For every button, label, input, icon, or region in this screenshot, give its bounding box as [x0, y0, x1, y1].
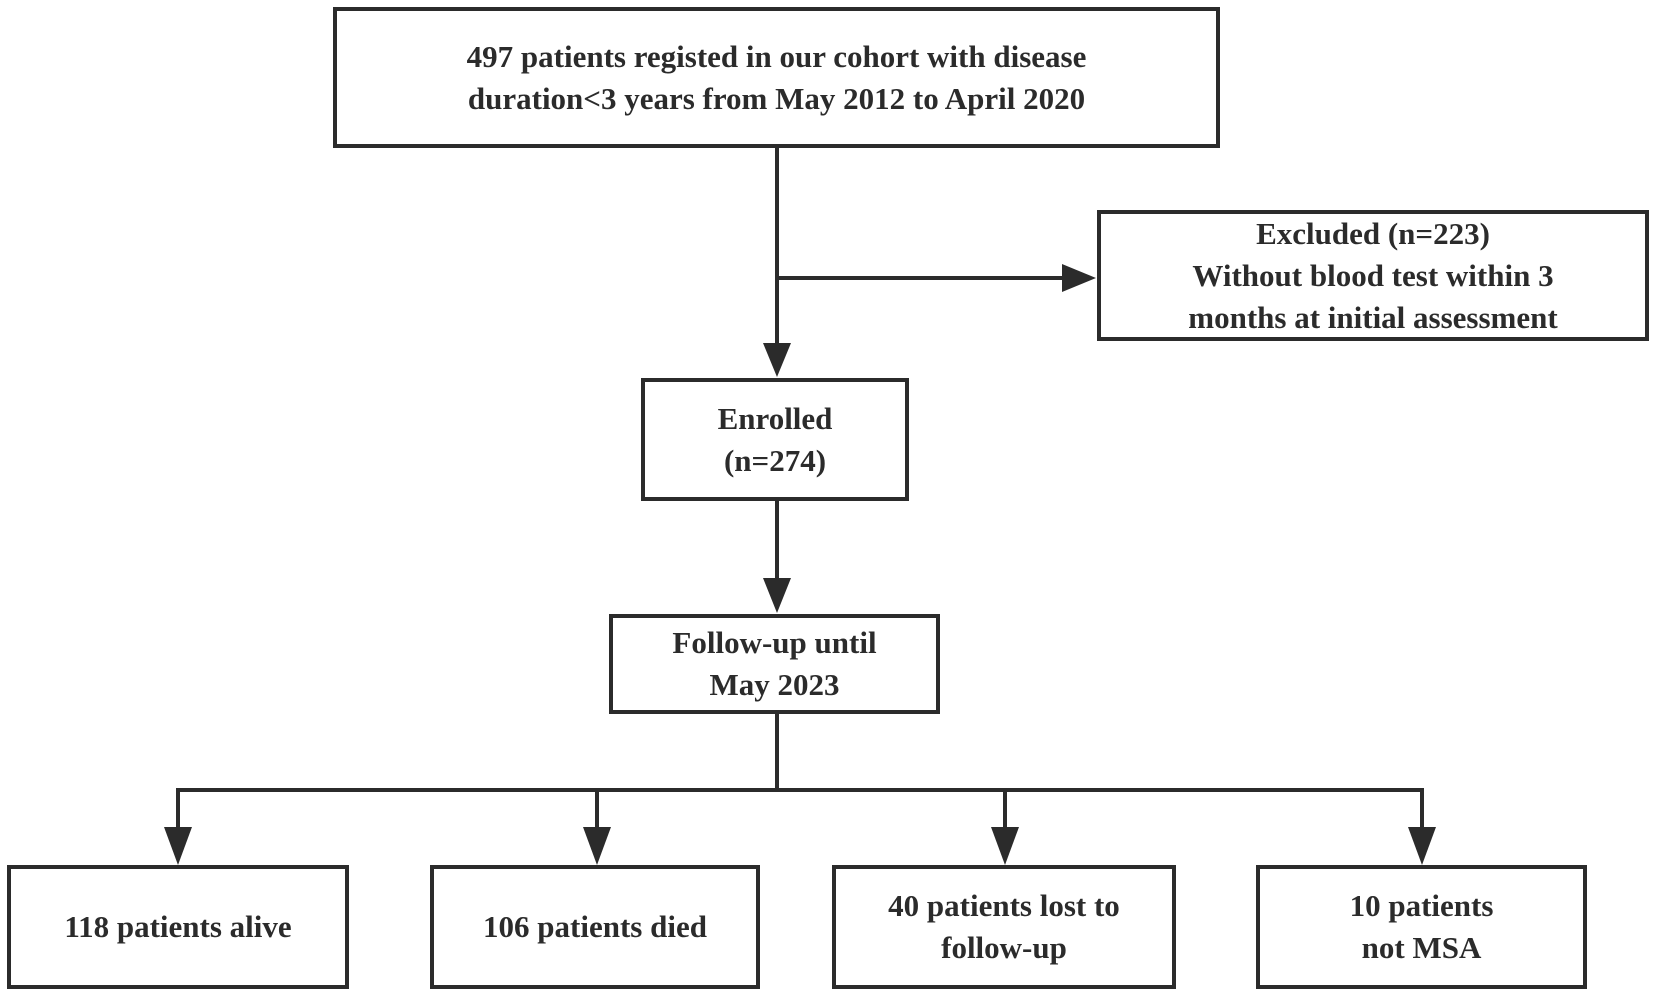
- excluded-line-3: months at initial assessment: [1188, 299, 1558, 335]
- enrolled-line-1: Enrolled: [717, 400, 833, 436]
- excluded-box: Excluded (n=223) Without blood test with…: [1097, 210, 1649, 341]
- alive-line-1: 118 patients alive: [64, 909, 292, 944]
- lost-to-followup-box: 40 patients lost to follow-up: [832, 865, 1176, 989]
- not-msa-line-2: not MSA: [1361, 930, 1482, 965]
- died-box: 106 patients died: [430, 865, 760, 989]
- excluded-line-1: Excluded (n=223): [1256, 215, 1490, 251]
- excluded-line-2: Without blood test within 3: [1192, 257, 1554, 293]
- registered-patients-box: 497 patients registed in our cohort with…: [333, 7, 1220, 148]
- enrolled-box: Enrolled (n=274): [641, 378, 909, 501]
- arrowhead-excluded: [1062, 264, 1096, 292]
- arrowhead-died: [583, 827, 611, 865]
- enrolled-line-2: (n=274): [723, 442, 827, 478]
- alive-box: 118 patients alive: [7, 865, 349, 989]
- not-msa-box: 10 patients not MSA: [1256, 865, 1587, 989]
- arrowhead-alive: [164, 827, 192, 865]
- followup-box: Follow-up until May 2023: [609, 614, 940, 714]
- lost-line-2: follow-up: [941, 930, 1067, 965]
- arrowhead-lost: [991, 827, 1019, 865]
- registered-line-1: 497 patients registed in our cohort with…: [466, 38, 1087, 74]
- died-line-1: 106 patients died: [483, 909, 707, 944]
- followup-line-1: Follow-up until: [672, 625, 877, 660]
- arrowhead-enrolled: [763, 343, 791, 377]
- arrowhead-followup: [763, 578, 791, 613]
- registered-line-2: duration<3 years from May 2012 to April …: [467, 80, 1086, 116]
- arrowhead-not-msa: [1408, 827, 1436, 865]
- lost-line-1: 40 patients lost to: [888, 888, 1120, 923]
- not-msa-line-1: 10 patients: [1349, 888, 1494, 923]
- followup-line-2: May 2023: [709, 667, 840, 702]
